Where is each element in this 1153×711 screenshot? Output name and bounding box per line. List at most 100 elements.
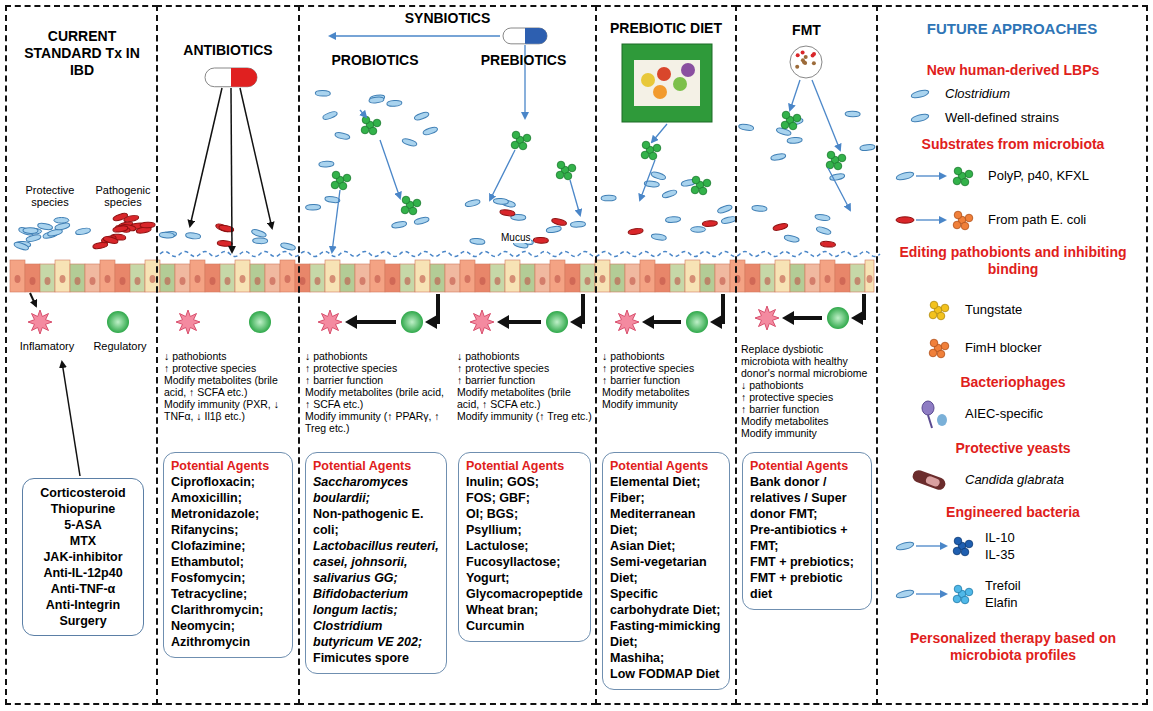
pointer-arrow — [490, 150, 515, 200]
protective-bacterium — [570, 221, 585, 227]
metabolite-cluster — [965, 588, 973, 596]
epithelial-cell — [385, 264, 400, 292]
metabolite-cluster — [699, 187, 707, 195]
cell-nucleus — [495, 277, 501, 285]
cell-nucleus — [630, 277, 636, 285]
protective-bacterium — [414, 111, 430, 121]
cell-nucleus — [525, 277, 531, 285]
metabolite-cluster — [953, 221, 961, 229]
metabolite-cluster — [954, 585, 962, 593]
epithelial-cell — [235, 260, 250, 292]
agent-item: Ciprofloxacin; — [171, 474, 287, 490]
epithelial-cell — [490, 264, 505, 292]
cell-nucleus — [270, 277, 276, 285]
metabolite-cluster — [568, 164, 576, 172]
cell-nucleus — [795, 277, 801, 285]
agent-item: Wheat bran; — [466, 602, 585, 618]
box-heading: Potential Agents — [750, 458, 866, 474]
bacterium-icon — [910, 113, 929, 124]
metabolite-cluster — [409, 207, 417, 215]
agent-item: Metronidazole; — [171, 506, 287, 522]
effect-bullet: Replace dysbiotic microbiota with health… — [741, 343, 873, 379]
epithelial-cell — [730, 260, 745, 292]
metabolite-cluster — [953, 547, 961, 555]
cell-nucleus — [360, 277, 366, 285]
agent-item: Amoxicillin; — [171, 490, 287, 506]
text-label: Clostridium — [945, 86, 1135, 101]
cell-nucleus — [555, 275, 561, 283]
metabolite-cluster — [827, 151, 835, 159]
column-heading: PROBIOTICS — [300, 52, 450, 69]
text-label: Candida glabrata — [965, 472, 1135, 487]
fmt-dot — [796, 53, 800, 57]
agents-box: Potential AgentsBank donor / relatives /… — [742, 452, 872, 610]
protective-bacterium — [54, 217, 69, 223]
agent-item: Azithromycin — [171, 634, 287, 650]
fmt-icon — [790, 46, 822, 78]
protective-bacterium — [253, 238, 268, 244]
food-item — [657, 67, 671, 81]
food-item — [681, 63, 695, 77]
agent-item: Clofazimine; — [171, 538, 287, 554]
cell-nucleus — [750, 277, 756, 285]
agent-item: Clarithromycin; — [171, 602, 287, 618]
protective-bacterium — [845, 111, 860, 117]
metabolite-cluster — [826, 161, 834, 169]
agents-box: Potential AgentsSaccharomyces boulardii;… — [305, 452, 447, 674]
agent-item: Specific carbohydrate Diet; — [610, 586, 724, 618]
metabolite-cluster — [834, 162, 842, 170]
column-heading: CURRENT STANDARD Tx IN IBD — [12, 28, 152, 79]
cell-nucleus — [510, 275, 516, 283]
agent-item: Anti-Integrin — [27, 597, 139, 613]
cell-nucleus — [330, 275, 336, 283]
cell-nucleus — [30, 277, 36, 285]
agent-item: Pre-antibiotics + FMT; — [750, 522, 866, 554]
protective-bacterium — [251, 228, 267, 238]
text-label: Well-defined strains — [945, 110, 1135, 125]
effect-bullet: Modify immunity — [741, 427, 873, 439]
epithelial-cell — [610, 264, 625, 292]
approach-heading: Protective yeasts — [880, 440, 1146, 457]
approach-heading: Personalized therapy based on microbiota… — [885, 630, 1141, 664]
pointer-arrow — [916, 175, 945, 176]
phage-icon — [928, 415, 932, 428]
metabolite-cluster — [782, 111, 790, 119]
cell-nucleus — [810, 277, 816, 285]
cell-nucleus — [540, 277, 546, 285]
text-label: Inflamatory — [8, 340, 86, 352]
effect-bullet: ↑ barrier function — [741, 403, 873, 415]
cell-nucleus — [90, 277, 96, 285]
protective-bacterium — [465, 199, 481, 208]
protective-bacterium — [37, 222, 53, 230]
cell-nucleus — [300, 277, 306, 285]
protective-bacterium — [787, 137, 802, 144]
epithelial-cell — [205, 264, 220, 292]
epithelial-cell — [775, 260, 790, 292]
pointer-arrow — [570, 180, 580, 215]
bold-arrow — [856, 294, 864, 318]
effect-bullet: Modify metabolites (brile acid, ↑ SCFA e… — [164, 374, 296, 398]
pathogenic-bacterium — [820, 241, 835, 248]
cell-nucleus — [75, 277, 81, 285]
agent-item: Surgery — [27, 613, 139, 629]
metabolite-cluster — [937, 350, 945, 358]
agent-item: Thiopurine — [27, 501, 139, 517]
text-label: Trefoil — [985, 578, 1105, 593]
cell-nucleus — [45, 277, 51, 285]
epithelial-cell — [865, 260, 874, 292]
epithelial-cell — [265, 264, 280, 292]
metabolite-cluster — [343, 174, 351, 182]
cell-nucleus — [570, 277, 576, 285]
metabolite-cluster — [961, 178, 969, 186]
text-label: Elafin — [985, 595, 1105, 610]
cell-nucleus — [390, 277, 396, 285]
phage-icon — [922, 401, 934, 415]
pathogenic-bacterium — [500, 209, 516, 217]
pointer-arrow — [652, 124, 667, 142]
protective-bacterium — [306, 204, 321, 210]
agent-item: Corticosteroid — [27, 485, 139, 501]
metabolite-cluster — [523, 134, 531, 142]
epithelial-cell — [685, 260, 700, 292]
agent-item: Lactobacillus reuteri, casei, johnsorii,… — [313, 538, 441, 586]
cell-nucleus — [867, 275, 873, 283]
